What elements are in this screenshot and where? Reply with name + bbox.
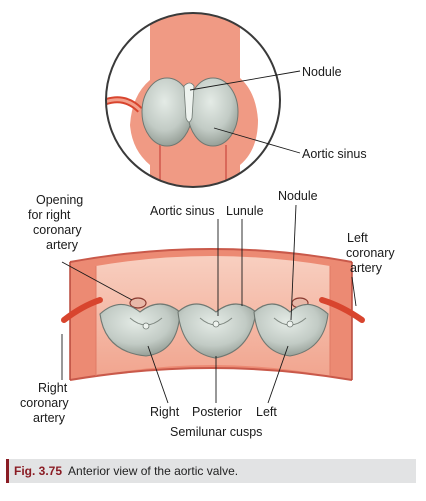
figure-caption-text: Anterior view of the aortic valve.	[68, 464, 239, 478]
label-right-coronary-line2: coronary	[20, 396, 69, 410]
right-coronary-opening	[129, 297, 147, 309]
label-semilunar-cusps: Semilunar cusps	[170, 425, 262, 439]
label-cusp-left: Left	[256, 405, 277, 419]
label-left-coronary-line1: Left	[347, 231, 368, 245]
figure-caption: Fig. 3.75 Anterior view of the aortic va…	[6, 459, 416, 483]
inset-magnified-view	[105, 12, 281, 188]
label-aortic-sinus: Aortic sinus	[150, 204, 215, 218]
label-right-coronary-line1: Right	[38, 381, 68, 395]
right-coronary-artery	[61, 297, 103, 323]
label-left-coronary-line3: artery	[350, 261, 383, 275]
label-right-coronary-line3: artery	[33, 411, 66, 425]
label-left-coronary-line2: coronary	[346, 246, 395, 260]
label-lunule: Lunule	[226, 204, 264, 218]
label-cusp-posterior: Posterior	[192, 405, 242, 419]
labels: Nodule Aortic sinus Opening for right co…	[20, 65, 395, 439]
label-opening-line1: Opening	[36, 193, 83, 207]
label-nodule-top: Nodule	[302, 65, 342, 79]
label-cusp-right: Right	[150, 405, 180, 419]
figure-number: Fig. 3.75	[14, 464, 63, 478]
label-opening-line4: artery	[46, 238, 79, 252]
left-cusp	[253, 303, 329, 357]
label-opening-line3: coronary	[33, 223, 82, 237]
leader-lines	[61, 70, 357, 404]
label-opening-line2: for right	[28, 208, 71, 222]
left-coronary-artery	[319, 297, 365, 323]
label-nodule: Nodule	[278, 189, 318, 203]
label-aortic-sinus-top: Aortic sinus	[302, 147, 367, 161]
